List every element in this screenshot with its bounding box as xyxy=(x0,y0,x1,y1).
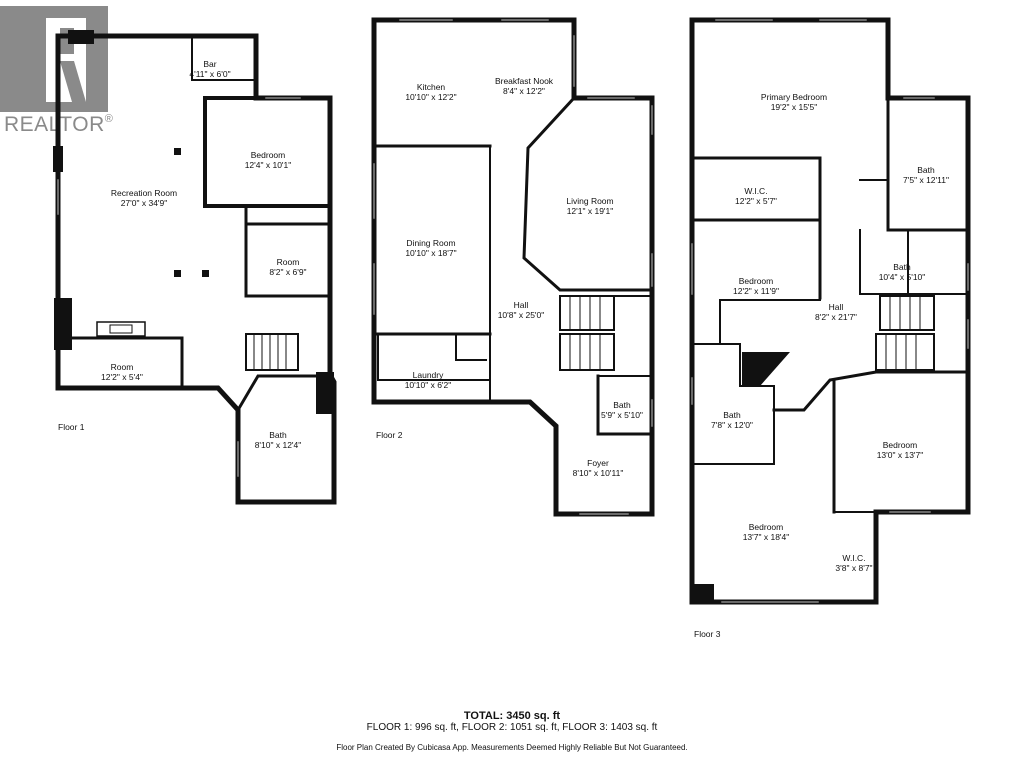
room-name: Bedroom xyxy=(883,440,918,450)
room-dims: 3'8" x 8'7" xyxy=(835,563,872,573)
room-name: Dining Room xyxy=(406,238,455,248)
room-name: Living Room xyxy=(566,196,613,206)
room-dims: 10'8" x 25'0" xyxy=(498,310,545,320)
room-dims: 13'0" x 13'7" xyxy=(877,450,924,460)
room-dims: 10'4" x 5'10" xyxy=(879,272,926,282)
room-name: W.I.C. xyxy=(744,186,767,196)
room-dims: 19'2" x 15'5" xyxy=(771,102,818,112)
floor-1-fixtures xyxy=(53,30,334,414)
room-name: Hall xyxy=(829,302,844,312)
room-name: W.I.C. xyxy=(842,553,865,563)
total-area: TOTAL: 3450 sq. ft xyxy=(463,710,561,722)
room-name: Bedroom xyxy=(251,150,286,160)
floor-2-label: Floor 2 xyxy=(376,430,403,440)
realtor-wordmark: REALTOR® xyxy=(4,113,114,136)
floor-3-fixtures xyxy=(692,352,790,602)
floor-3-plan xyxy=(689,17,971,605)
room-dims: 7'5" x 12'11" xyxy=(903,175,949,185)
room-dims: 12'1" x 19'1" xyxy=(567,206,614,216)
room-dims: 8'10" x 12'4" xyxy=(255,440,302,450)
room-dims: 12'2" x 5'7" xyxy=(735,196,777,206)
room-name: Bedroom xyxy=(749,522,784,532)
room-dims: 8'2" x 6'9" xyxy=(269,267,306,277)
room-dims: 12'2" x 5'4" xyxy=(101,372,143,382)
room-name: Breakfast Nook xyxy=(495,76,554,86)
room-dims: 12'2" x 11'9" xyxy=(733,286,779,296)
room-name: Hall xyxy=(514,300,529,310)
room-labels: Bar 4'11" x 6'0" Bedroom 12'4" x 10'1" R… xyxy=(101,59,949,573)
room-name: Bath xyxy=(893,262,911,272)
floor-3-label: Floor 3 xyxy=(694,629,721,639)
room-name: Bath xyxy=(723,410,741,420)
room-dims: 8'4" x 12'2" xyxy=(503,86,545,96)
room-name: Bar xyxy=(203,59,216,69)
room-name: Laundry xyxy=(413,370,444,380)
room-dims: 4'11" x 6'0" xyxy=(189,69,230,79)
room-dims: 10'10" x 6'2" xyxy=(405,380,452,390)
room-dims: 8'2" x 21'7" xyxy=(815,312,857,322)
room-dims: 27'0" x 34'9" xyxy=(121,198,168,208)
room-name: Room xyxy=(277,257,300,267)
floor-2-plan xyxy=(371,17,655,517)
room-dims: 7'8" x 12'0" xyxy=(711,420,753,430)
room-dims: 8'10" x 10'11" xyxy=(573,468,624,478)
room-dims: 10'10" x 18'7" xyxy=(405,248,456,258)
room-name: Kitchen xyxy=(417,82,446,92)
room-dims: 12'4" x 10'1" xyxy=(245,160,292,170)
room-dims: 5'9" x 5'10" xyxy=(601,410,643,420)
floor-labels: Floor 1 Floor 2 Floor 3 xyxy=(58,422,721,639)
room-name: Foyer xyxy=(587,458,609,468)
disclaimer: Floor Plan Created By Cubicasa App. Meas… xyxy=(336,743,688,752)
floor-1-label: Floor 1 xyxy=(58,422,85,432)
room-name: Bath xyxy=(917,165,935,175)
floor-areas: FLOOR 1: 996 sq. ft, FLOOR 2: 1051 sq. f… xyxy=(366,722,658,733)
room-dims: 13'7" x 18'4" xyxy=(743,532,790,542)
room-name: Primary Bedroom xyxy=(761,92,827,102)
room-name: Room xyxy=(111,362,134,372)
room-name: Recreation Room xyxy=(111,188,177,198)
room-name: Bath xyxy=(269,430,287,440)
room-dims: 10'10" x 12'2" xyxy=(405,92,456,102)
room-name: Bedroom xyxy=(739,276,774,286)
room-name: Bath xyxy=(613,400,631,410)
